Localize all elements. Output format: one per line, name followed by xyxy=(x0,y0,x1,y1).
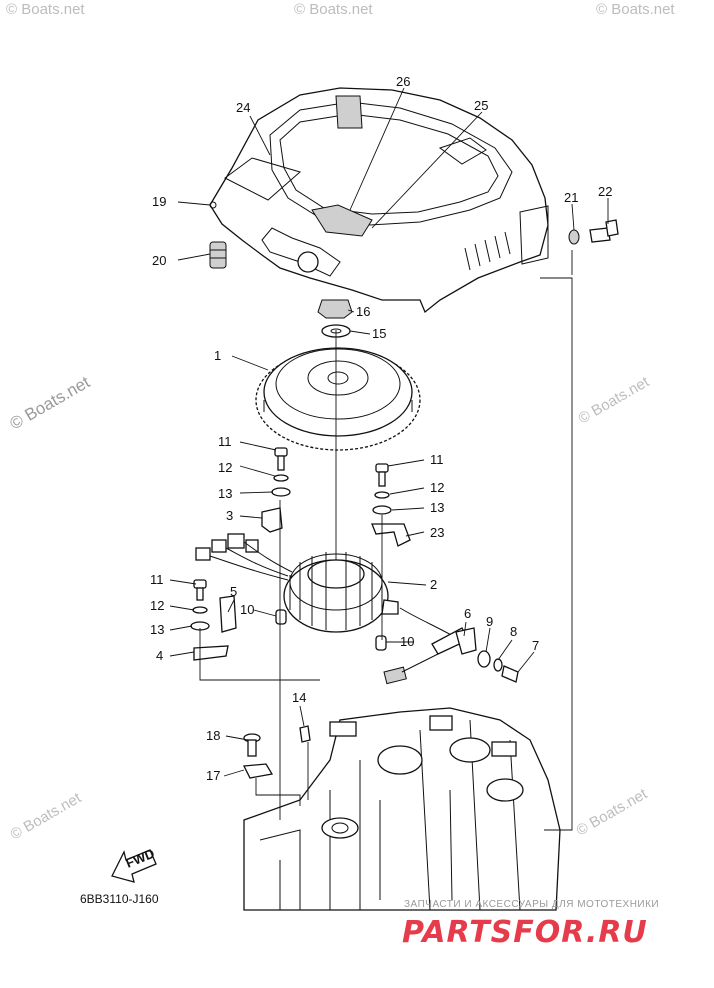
part-label-16: 16 xyxy=(356,304,370,319)
stator-part xyxy=(283,552,399,633)
engine-block xyxy=(243,707,561,911)
part-label-12-lower-left: 12 xyxy=(150,598,164,613)
part-label-11-lower-left: 11 xyxy=(150,572,164,587)
fastener-set-right xyxy=(372,463,392,515)
fwd-arrow-icon: FWD xyxy=(111,846,157,883)
part-label-8: 8 xyxy=(510,624,517,639)
key-part xyxy=(299,725,311,743)
part-label-15: 15 xyxy=(372,326,386,341)
part-label-18: 18 xyxy=(206,728,220,743)
watermark-boats-left: © Boats.net xyxy=(7,372,94,433)
watermark-boats-top-left: © Boats.net xyxy=(6,1,85,18)
part-labels: 1 2 3 4 5 6 7 8 9 10 10 11 11 11 12 12 1… xyxy=(150,74,612,783)
part-label-9: 9 xyxy=(486,614,493,629)
part-label-21: 21 xyxy=(564,190,578,205)
clamp-part xyxy=(261,507,283,533)
part-label-7: 7 xyxy=(532,638,539,653)
part-label-13-right: 13 xyxy=(430,500,444,515)
part-label-26: 26 xyxy=(396,74,410,89)
leader-lines xyxy=(169,87,609,777)
part-label-12-top-left: 12 xyxy=(218,460,232,475)
part-label-13-top-left: 13 xyxy=(218,486,232,501)
partsfor-tagline: ЗАПЧАСТИ И АКСЕССУАРЫ ДЛЯ МОТОТЕХНИКИ xyxy=(404,899,659,910)
part-label-4: 4 xyxy=(156,648,163,663)
nut-washer-parts xyxy=(317,299,353,338)
watermark-boats-top-center: © Boats.net xyxy=(294,1,373,18)
part-label-10-left: 10 xyxy=(240,602,254,617)
flywheel-cover-part xyxy=(209,87,549,314)
part-label-14: 14 xyxy=(292,690,306,705)
part-label-25: 25 xyxy=(474,98,488,113)
part-label-11-top-left: 11 xyxy=(218,434,232,449)
part-label-3: 3 xyxy=(226,508,233,523)
grommet-part xyxy=(209,241,227,269)
part-label-11-right: 11 xyxy=(430,452,444,467)
part-label-5: 5 xyxy=(230,584,237,599)
alignment-lines xyxy=(199,250,573,831)
clamp-bolt-parts xyxy=(242,733,274,779)
part-label-19: 19 xyxy=(152,194,166,209)
fastener-set-left xyxy=(271,447,291,497)
bracket-part xyxy=(371,523,411,547)
drawing-code: 6BB3110-J160 xyxy=(80,892,159,906)
part-label-1: 1 xyxy=(214,348,221,363)
watermark-boats-top-right: © Boats.net xyxy=(596,1,675,18)
partsfor-watermark: ЗАПЧАСТИ И АКСЕССУАРЫ ДЛЯ МОТОТЕХНИКИ PA… xyxy=(402,899,659,950)
part-label-20: 20 xyxy=(152,253,166,268)
flywheel-part xyxy=(255,347,421,451)
part-label-17: 17 xyxy=(206,768,220,783)
part-label-23: 23 xyxy=(430,525,444,540)
ground-lead-parts xyxy=(455,627,519,683)
dowel-pin-parts xyxy=(275,609,387,651)
part-label-10-right: 10 xyxy=(400,634,414,649)
part-label-2: 2 xyxy=(430,577,437,592)
part-label-13-lower-left: 13 xyxy=(150,622,164,637)
watermark-boats-bottom-left: © Boats.net xyxy=(8,789,85,843)
watermark-boats-bottom-right: © Boats.net xyxy=(574,785,651,839)
part-label-12-right: 12 xyxy=(430,480,444,495)
part-label-6: 6 xyxy=(464,606,471,621)
collar-bolt-parts xyxy=(568,219,619,245)
part-label-24: 24 xyxy=(236,100,250,115)
part-label-22: 22 xyxy=(598,184,612,199)
partsfor-logo: PARTSFOR.RU xyxy=(402,915,648,950)
watermark-boats-right: © Boats.net xyxy=(576,373,653,427)
